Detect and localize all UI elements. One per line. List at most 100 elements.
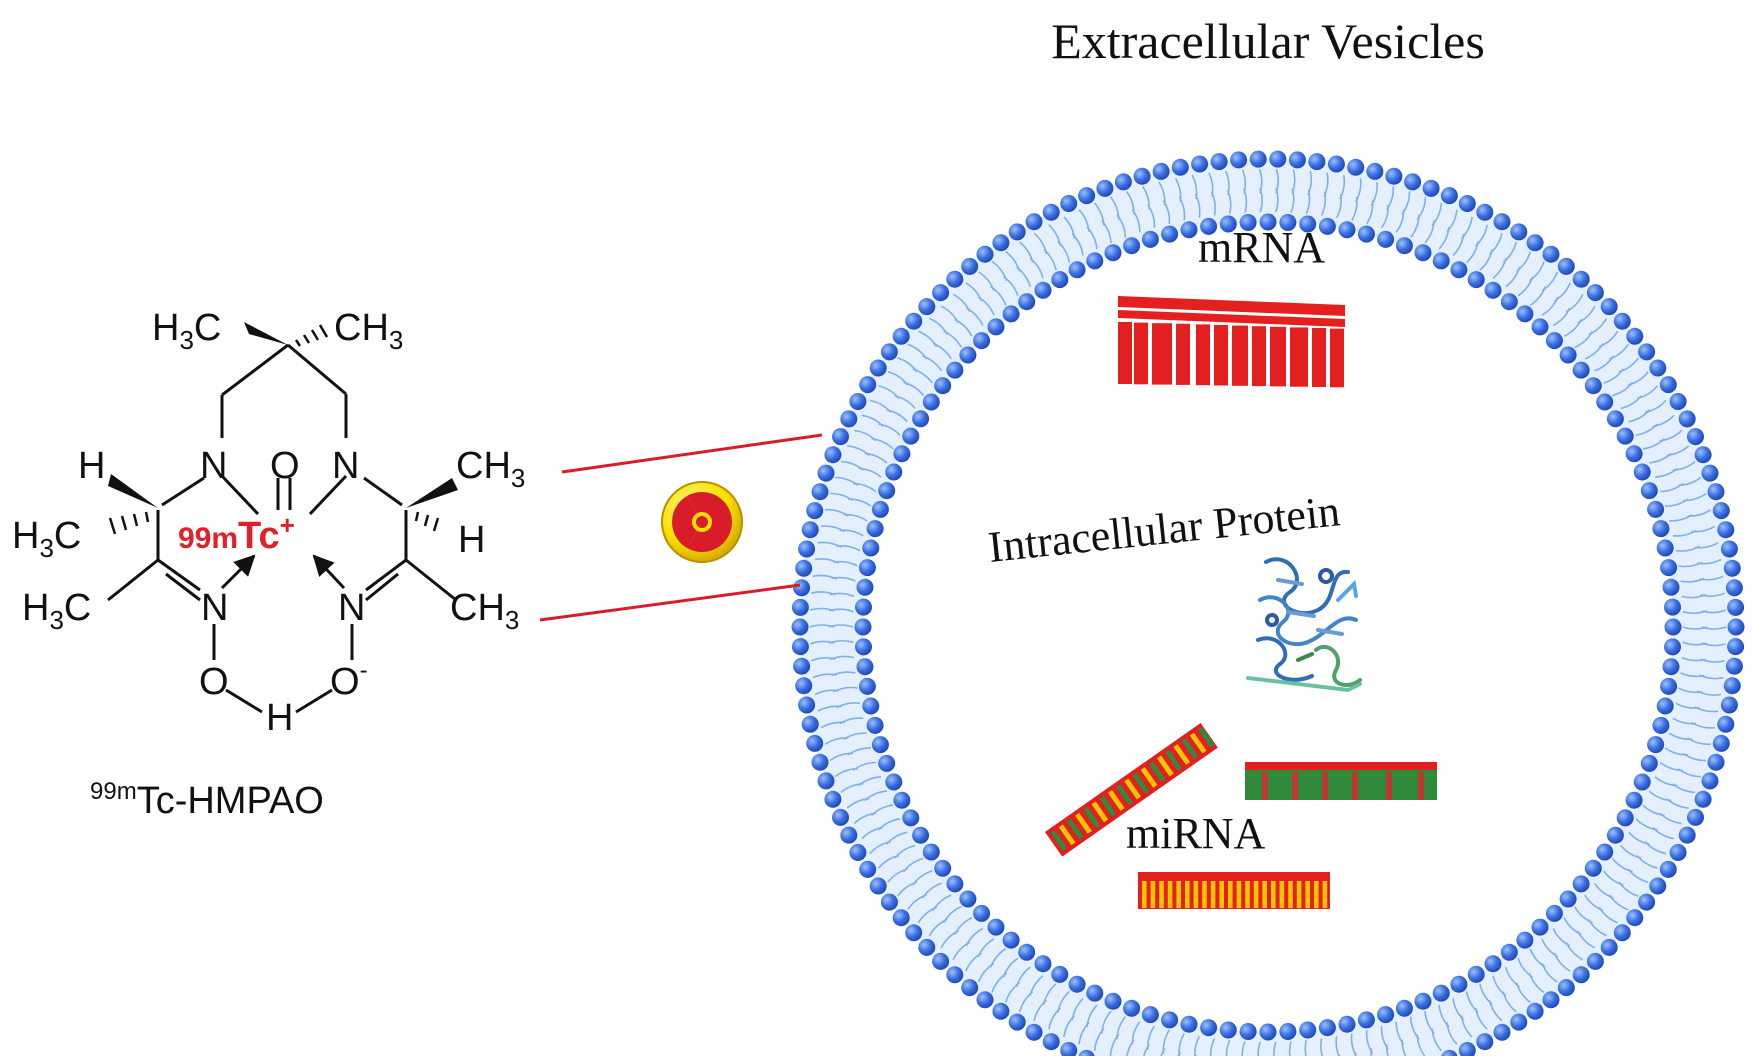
lipid-head [1141, 1006, 1159, 1024]
mrna-base [1134, 322, 1148, 385]
mrna-base [1232, 325, 1248, 386]
lipid-head [946, 875, 964, 893]
lipid-head [1347, 158, 1365, 176]
lipid-head [824, 446, 842, 464]
lipid-head [912, 826, 930, 844]
mirna-base [1352, 772, 1358, 800]
atom-o-right-anion: O- [330, 657, 368, 703]
lipid-tail [990, 286, 1007, 306]
lipid-head [1586, 952, 1604, 970]
lipid-tail [1043, 983, 1057, 1005]
lipid-head [976, 245, 994, 263]
lipid-tail [1194, 193, 1201, 218]
lipid-tail [1395, 1021, 1405, 1045]
lipid-tail [1620, 844, 1642, 859]
lipid-head [1008, 223, 1026, 241]
lipid-tail [1654, 776, 1678, 787]
lipid-head [1259, 1023, 1277, 1041]
mirna-base [1271, 881, 1276, 908]
lipid-head [1652, 520, 1670, 538]
lipid-tail [1029, 257, 1044, 279]
lipid-tails [800, 159, 1736, 1056]
lipid-tail [1466, 241, 1479, 264]
lipid-head [1161, 225, 1179, 243]
lipid-head [1025, 1023, 1043, 1041]
lipid-head [871, 736, 889, 754]
lipid-tail [1541, 938, 1559, 958]
lipid-tail [833, 560, 858, 567]
mirna-base [1418, 772, 1424, 800]
lipid-tail [1681, 593, 1707, 599]
lipid-tail [1672, 529, 1697, 537]
atom-h3c-left-chiral: H3C [12, 515, 81, 563]
lipid-head [1318, 1019, 1336, 1037]
lipid-tail [1335, 193, 1342, 219]
lipid-head [1422, 179, 1440, 197]
lipid-tail [1071, 997, 1084, 1021]
mirna-base [1165, 749, 1182, 771]
lipid-head [1219, 215, 1237, 233]
lipid-head [902, 427, 920, 445]
lipid-tail [1395, 209, 1405, 233]
lipid-tail [878, 423, 901, 436]
figure-title: Extracellular Vesicles [1051, 13, 1485, 69]
lipid-head [1018, 293, 1036, 311]
lipid-head [918, 298, 936, 316]
metal-center-label: 99mTc+ [178, 510, 295, 557]
protein-ribbon-icon [1246, 557, 1362, 693]
lipid-tail [1659, 761, 1683, 772]
lipid-tail [943, 330, 962, 348]
lipid-head [1606, 410, 1624, 428]
atom-h-bridge: H [266, 697, 293, 739]
lipid-head [959, 346, 977, 364]
lipid-tail [1131, 1021, 1141, 1045]
lipid-tail [1552, 928, 1571, 947]
lipid-tail [1529, 948, 1546, 968]
lipid-head [1377, 230, 1395, 248]
mirna-base [1262, 772, 1268, 800]
mrna-base [1196, 324, 1210, 386]
lipid-tail [833, 686, 858, 693]
lipid-tail [942, 905, 962, 924]
lipid-head [1299, 1021, 1317, 1039]
lipid-head [795, 677, 813, 695]
lipid-tail [1594, 355, 1615, 372]
mirna-base [1181, 738, 1199, 760]
lipid-tail [1350, 1033, 1357, 1056]
lipid-head [1660, 677, 1678, 695]
lipid-head [1493, 213, 1511, 231]
lipid-tail [1257, 1041, 1262, 1056]
lipid-head [1025, 213, 1043, 231]
lipid-tail [977, 938, 995, 958]
lipid-head [1678, 410, 1696, 428]
lipid-head [1584, 859, 1602, 877]
lipid-head [1531, 318, 1549, 336]
lipid-head [961, 979, 979, 997]
mirna-strand-horizontal [1245, 762, 1437, 800]
lipid-head [878, 754, 896, 772]
lipid-head [1467, 965, 1485, 983]
lipid-head [1701, 772, 1719, 790]
lipid-head [880, 893, 898, 911]
lipid-tail [1015, 966, 1031, 988]
lipid-head [859, 860, 877, 878]
lipid-head [932, 952, 950, 970]
lipid-tail [1675, 545, 1700, 552]
lipid-head [1133, 167, 1151, 185]
mirna-base [1193, 881, 1199, 908]
lipid-head [1626, 909, 1644, 927]
lipid-head [817, 464, 835, 482]
atom-ch3-top-right: CH3 [334, 307, 403, 355]
mirna-base [1210, 881, 1216, 908]
lipid-tail [878, 818, 901, 831]
lipid-head [1500, 943, 1518, 961]
mirna-base [1083, 807, 1101, 829]
lipid-head [1572, 270, 1590, 288]
atom-n-right-imine: N [338, 587, 365, 629]
lipid-head [1584, 377, 1602, 395]
lipid-tail [1635, 818, 1658, 831]
connector-line-bottom [539, 583, 801, 622]
lipid-head [1500, 293, 1518, 311]
lipid-head [1060, 195, 1078, 212]
lipid-head [1440, 187, 1458, 205]
